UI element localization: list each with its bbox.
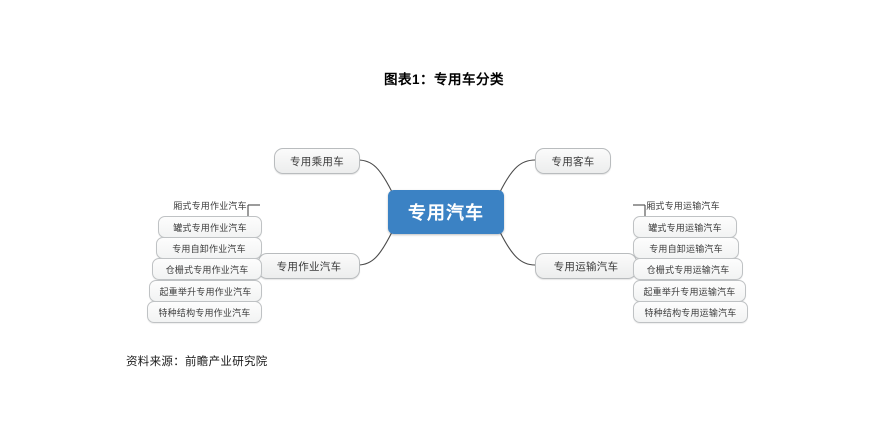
leaf-label: 起重举升专用运输汽车 bbox=[643, 286, 736, 297]
leaf-item[interactable]: 专用自卸运输汽车 bbox=[633, 237, 739, 259]
page-title: 图表1：专用车分类 bbox=[383, 72, 504, 87]
branch-node-transport[interactable]: 专用运输汽车 bbox=[535, 253, 637, 279]
leaf-item[interactable]: 仓栅式专用运输汽车 bbox=[633, 258, 743, 280]
leaf-label: 仓栅式专用作业汽车 bbox=[165, 264, 249, 275]
branch-node-work[interactable]: 专用作业汽车 bbox=[258, 253, 360, 279]
wire-center-transport bbox=[499, 231, 536, 266]
leaf-item[interactable]: 特种结构专用运输汽车 bbox=[633, 301, 748, 323]
center-node-label: 专用汽车 bbox=[408, 203, 484, 223]
leaf-label: 专用自卸运输汽车 bbox=[649, 243, 723, 254]
leaf-label: 专用自卸作业汽车 bbox=[172, 243, 246, 254]
leaf-label: 仓栅式专用运输汽车 bbox=[646, 264, 730, 275]
branch-node-passenger[interactable]: 专用乘用车 bbox=[274, 148, 360, 174]
branch-node-transport-label: 专用运输汽车 bbox=[553, 260, 619, 273]
leaf-item[interactable]: 特种结构专用作业汽车 bbox=[147, 301, 262, 323]
leaf-label: 厢式专用运输汽车 bbox=[646, 200, 720, 211]
leaf-label: 罐式专用运输汽车 bbox=[648, 222, 722, 233]
branch-node-bus[interactable]: 专用客车 bbox=[535, 148, 611, 174]
branch-node-passenger-label: 专用乘用车 bbox=[290, 155, 344, 168]
wire-center-work bbox=[357, 231, 393, 266]
leaf-label: 特种结构专用运输汽车 bbox=[644, 307, 737, 318]
leaf-item[interactable]: 仓栅式专用作业汽车 bbox=[152, 258, 262, 280]
leaf-label: 起重举升专用作业汽车 bbox=[159, 286, 252, 297]
leaf-item[interactable]: 厢式专用作业汽车 bbox=[160, 195, 260, 215]
leaf-item[interactable]: 起重举升专用运输汽车 bbox=[633, 280, 746, 302]
leaf-label: 罐式专用作业汽车 bbox=[173, 222, 247, 233]
leaf-item[interactable]: 起重举升专用作业汽车 bbox=[149, 280, 262, 302]
leaf-item[interactable]: 专用自卸作业汽车 bbox=[156, 237, 262, 259]
leaf-item[interactable]: 罐式专用作业汽车 bbox=[158, 216, 262, 238]
source-note: 资料来源：前瞻产业研究院 bbox=[126, 356, 268, 368]
center-node[interactable]: 专用汽车 bbox=[388, 190, 504, 234]
leaf-label: 厢式专用作业汽车 bbox=[173, 200, 247, 211]
wire-center-passenger bbox=[357, 159, 393, 193]
wire-center-bus bbox=[499, 159, 536, 193]
branch-node-bus-label: 专用客车 bbox=[551, 155, 595, 168]
branch-node-work-label: 专用作业汽车 bbox=[276, 260, 342, 273]
leaf-item[interactable]: 罐式专用运输汽车 bbox=[633, 216, 737, 238]
leaf-label: 特种结构专用作业汽车 bbox=[158, 307, 251, 318]
leaf-item[interactable]: 厢式专用运输汽车 bbox=[633, 195, 733, 215]
